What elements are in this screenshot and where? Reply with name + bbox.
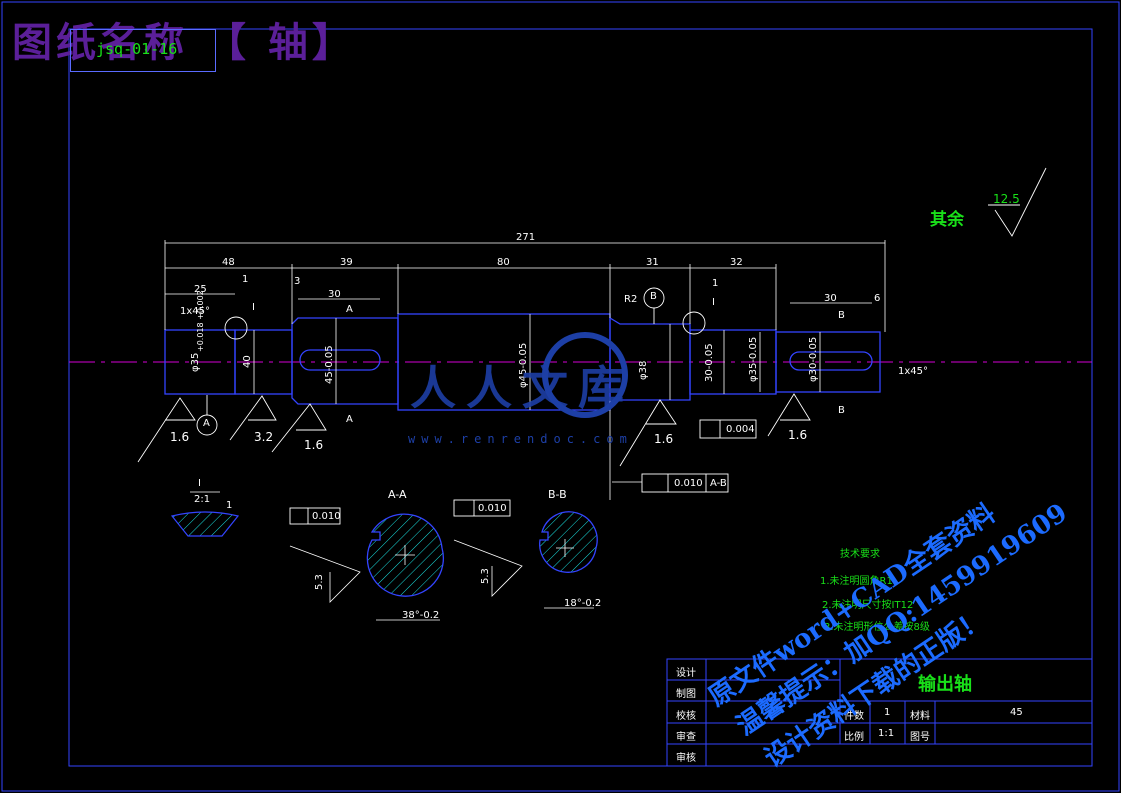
section-aa (289, 513, 445, 621)
drawing-title: 图纸名称 【 轴】 (12, 10, 356, 68)
section-bb (453, 511, 598, 609)
tb-scale-label: 比例 (844, 732, 864, 743)
shaft-profile (164, 313, 881, 411)
roughness-5: 1.6 (788, 428, 808, 442)
drawing-code: jsq-01-16 (96, 40, 178, 58)
logo-circle (542, 332, 628, 418)
surface-rest-label: 其余 (930, 210, 964, 230)
tol-runout-ref: A-B (710, 478, 727, 489)
inner-frame (68, 28, 1093, 767)
dim-3: 3 (294, 276, 301, 287)
datum-a: A (203, 418, 210, 429)
tolerance-frames (289, 419, 757, 525)
section-mark-b-bottom: B (838, 405, 845, 416)
detail-view-i (170, 491, 240, 537)
roughness-4: 1.6 (654, 432, 674, 446)
section-mark-b-top: B (838, 310, 845, 321)
surface-rest-value: 12.5 (993, 192, 1020, 206)
chamfer-right: 1x45° (898, 366, 929, 377)
section-aa-height: 5.3 (314, 574, 325, 590)
dim-dia45: 45-0.05 (324, 345, 335, 384)
section-mark-a-top: A (346, 304, 353, 315)
dim-1a: 1 (242, 274, 249, 285)
part-name: 输出轴 (918, 674, 972, 695)
dim-31: 31 (646, 257, 659, 268)
datum-markers (196, 287, 706, 436)
chamfer-left: 1x45° (180, 306, 211, 317)
dim-30a: 30 (328, 289, 341, 300)
dim-dia38: φ38 (638, 360, 649, 380)
dim-1b: 1 (712, 278, 719, 289)
detail-mark-i-left: I (252, 302, 255, 313)
fillet-r2: R2 (624, 294, 638, 305)
section-aa-width: 38°-0.2 (402, 610, 440, 621)
detail-dim: 1 (226, 500, 233, 511)
dim-6: 6 (874, 293, 881, 304)
roughness-1: 1.6 (170, 430, 190, 444)
title-prefix: 图纸名称 (12, 19, 188, 66)
detail-mark-i-right: I (712, 297, 715, 308)
tb-label-check: 校核 (676, 711, 696, 722)
tb-qty-label: 件数 (844, 711, 864, 722)
code-box (70, 29, 216, 72)
tb-label-approve: 审核 (676, 753, 696, 764)
roughness-2: 3.2 (254, 430, 274, 444)
roughness-3: 1.6 (304, 438, 324, 452)
tol-runout: 0.010 (674, 478, 703, 489)
section-bb-width: 18°-0.2 (564, 598, 602, 609)
dimension-lines (164, 240, 886, 500)
tb-dwg-label: 图号 (910, 732, 930, 743)
detail-scale: 2:1 (194, 494, 211, 505)
datum-b: B (650, 291, 657, 302)
section-mark-a-bottom: A (346, 414, 353, 425)
dim-tol35: +0.018 +0.002 (196, 290, 205, 352)
tol-sym-a: 0.010 (312, 511, 341, 522)
tb-mat: 45 (1010, 707, 1023, 718)
dim-dia30: 30-0.05 (704, 343, 715, 382)
tb-qty: 1 (884, 707, 891, 718)
logo-watermark-url: www.renrendoc.com (408, 432, 633, 446)
dim-dia40: 40 (242, 355, 253, 368)
dim-30b: 30 (824, 293, 837, 304)
dim-32: 32 (730, 257, 743, 268)
tech-req-item-1: 1.未注明圆角R1 (820, 576, 893, 587)
tb-mat-label: 材料 (910, 711, 930, 722)
section-aa-title: A-A (388, 488, 407, 501)
dim-48: 48 (222, 257, 235, 268)
tb-label-draw: 制图 (676, 689, 696, 700)
tb-label-review: 审查 (676, 732, 696, 743)
tech-req-heading: 技术要求 (840, 549, 880, 560)
dim-dia30b: φ30-0.05 (808, 336, 819, 382)
title-block (666, 658, 1093, 767)
dim-dia35b: φ35-0.05 (748, 336, 759, 382)
tb-label-design: 设计 (676, 668, 696, 679)
tech-req-item-3: 3.未注明形位公差按8级 (824, 622, 930, 633)
tol-cylindricity: 0.004 (726, 424, 755, 435)
tb-scale: 1:1 (878, 728, 895, 739)
detail-label: I (198, 478, 201, 489)
dim-25: 25 (194, 284, 207, 295)
dim-dia35: φ35 (190, 352, 201, 372)
dim-overall: 271 (516, 232, 536, 243)
section-bb-height: 5.3 (480, 568, 491, 584)
roughness-symbols (137, 167, 1047, 467)
dim-80: 80 (497, 257, 510, 268)
section-bb-title: B-B (548, 488, 567, 501)
logo-watermark-cn: 人人文库 (410, 361, 634, 415)
tol-sym-b: 0.010 (478, 503, 507, 514)
title-name: 【 轴】 (205, 19, 356, 66)
tech-req-item-2: 2.未注明尺寸按IT12 (822, 600, 914, 611)
dim-39: 39 (340, 257, 353, 268)
